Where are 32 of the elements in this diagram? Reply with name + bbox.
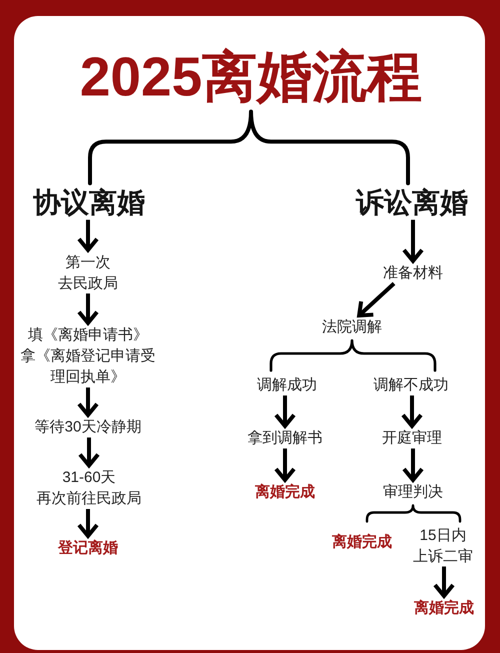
step-text: 等待30天冷静期 bbox=[34, 416, 142, 438]
title: 2025离婚流程 bbox=[80, 45, 422, 109]
arrow bbox=[402, 220, 424, 263]
step-text: 31-60天再次前往民政局 bbox=[36, 467, 142, 509]
result-text: 离婚完成 bbox=[332, 532, 392, 552]
arrow bbox=[433, 566, 455, 598]
arrow bbox=[274, 396, 296, 428]
step-text: 第一次去民政局 bbox=[58, 252, 118, 294]
arrow bbox=[402, 448, 424, 482]
step-text: 15日内上诉二审 bbox=[413, 524, 473, 566]
step-text: 法院调解 bbox=[322, 316, 382, 338]
step-text: 调解成功 bbox=[257, 374, 317, 396]
step-text: 准备材料 bbox=[383, 262, 443, 284]
step-text: 填《离婚申请书》拿《离婚登记申请受理回执单》 bbox=[20, 324, 156, 388]
arrow bbox=[274, 448, 296, 482]
step-text: 调解不成功 bbox=[374, 374, 448, 396]
arrow bbox=[401, 396, 423, 428]
arrow bbox=[77, 220, 99, 252]
arrow bbox=[357, 282, 396, 318]
arrow bbox=[77, 388, 99, 417]
arrow bbox=[77, 509, 99, 538]
step-text: 审理判决 bbox=[383, 482, 443, 502]
result-text: 离婚完成 bbox=[414, 598, 474, 618]
branch-heading: 诉讼离婚 bbox=[356, 186, 468, 220]
step-text: 开庭审理 bbox=[382, 428, 442, 448]
arrow bbox=[77, 294, 99, 325]
branch-heading: 协议离婚 bbox=[33, 186, 145, 220]
step-text: 拿到调解书 bbox=[248, 428, 322, 448]
arrow bbox=[78, 438, 100, 468]
result-text: 登记离婚 bbox=[58, 538, 118, 558]
brace bbox=[88, 110, 410, 186]
result-text: 离婚完成 bbox=[255, 482, 315, 502]
